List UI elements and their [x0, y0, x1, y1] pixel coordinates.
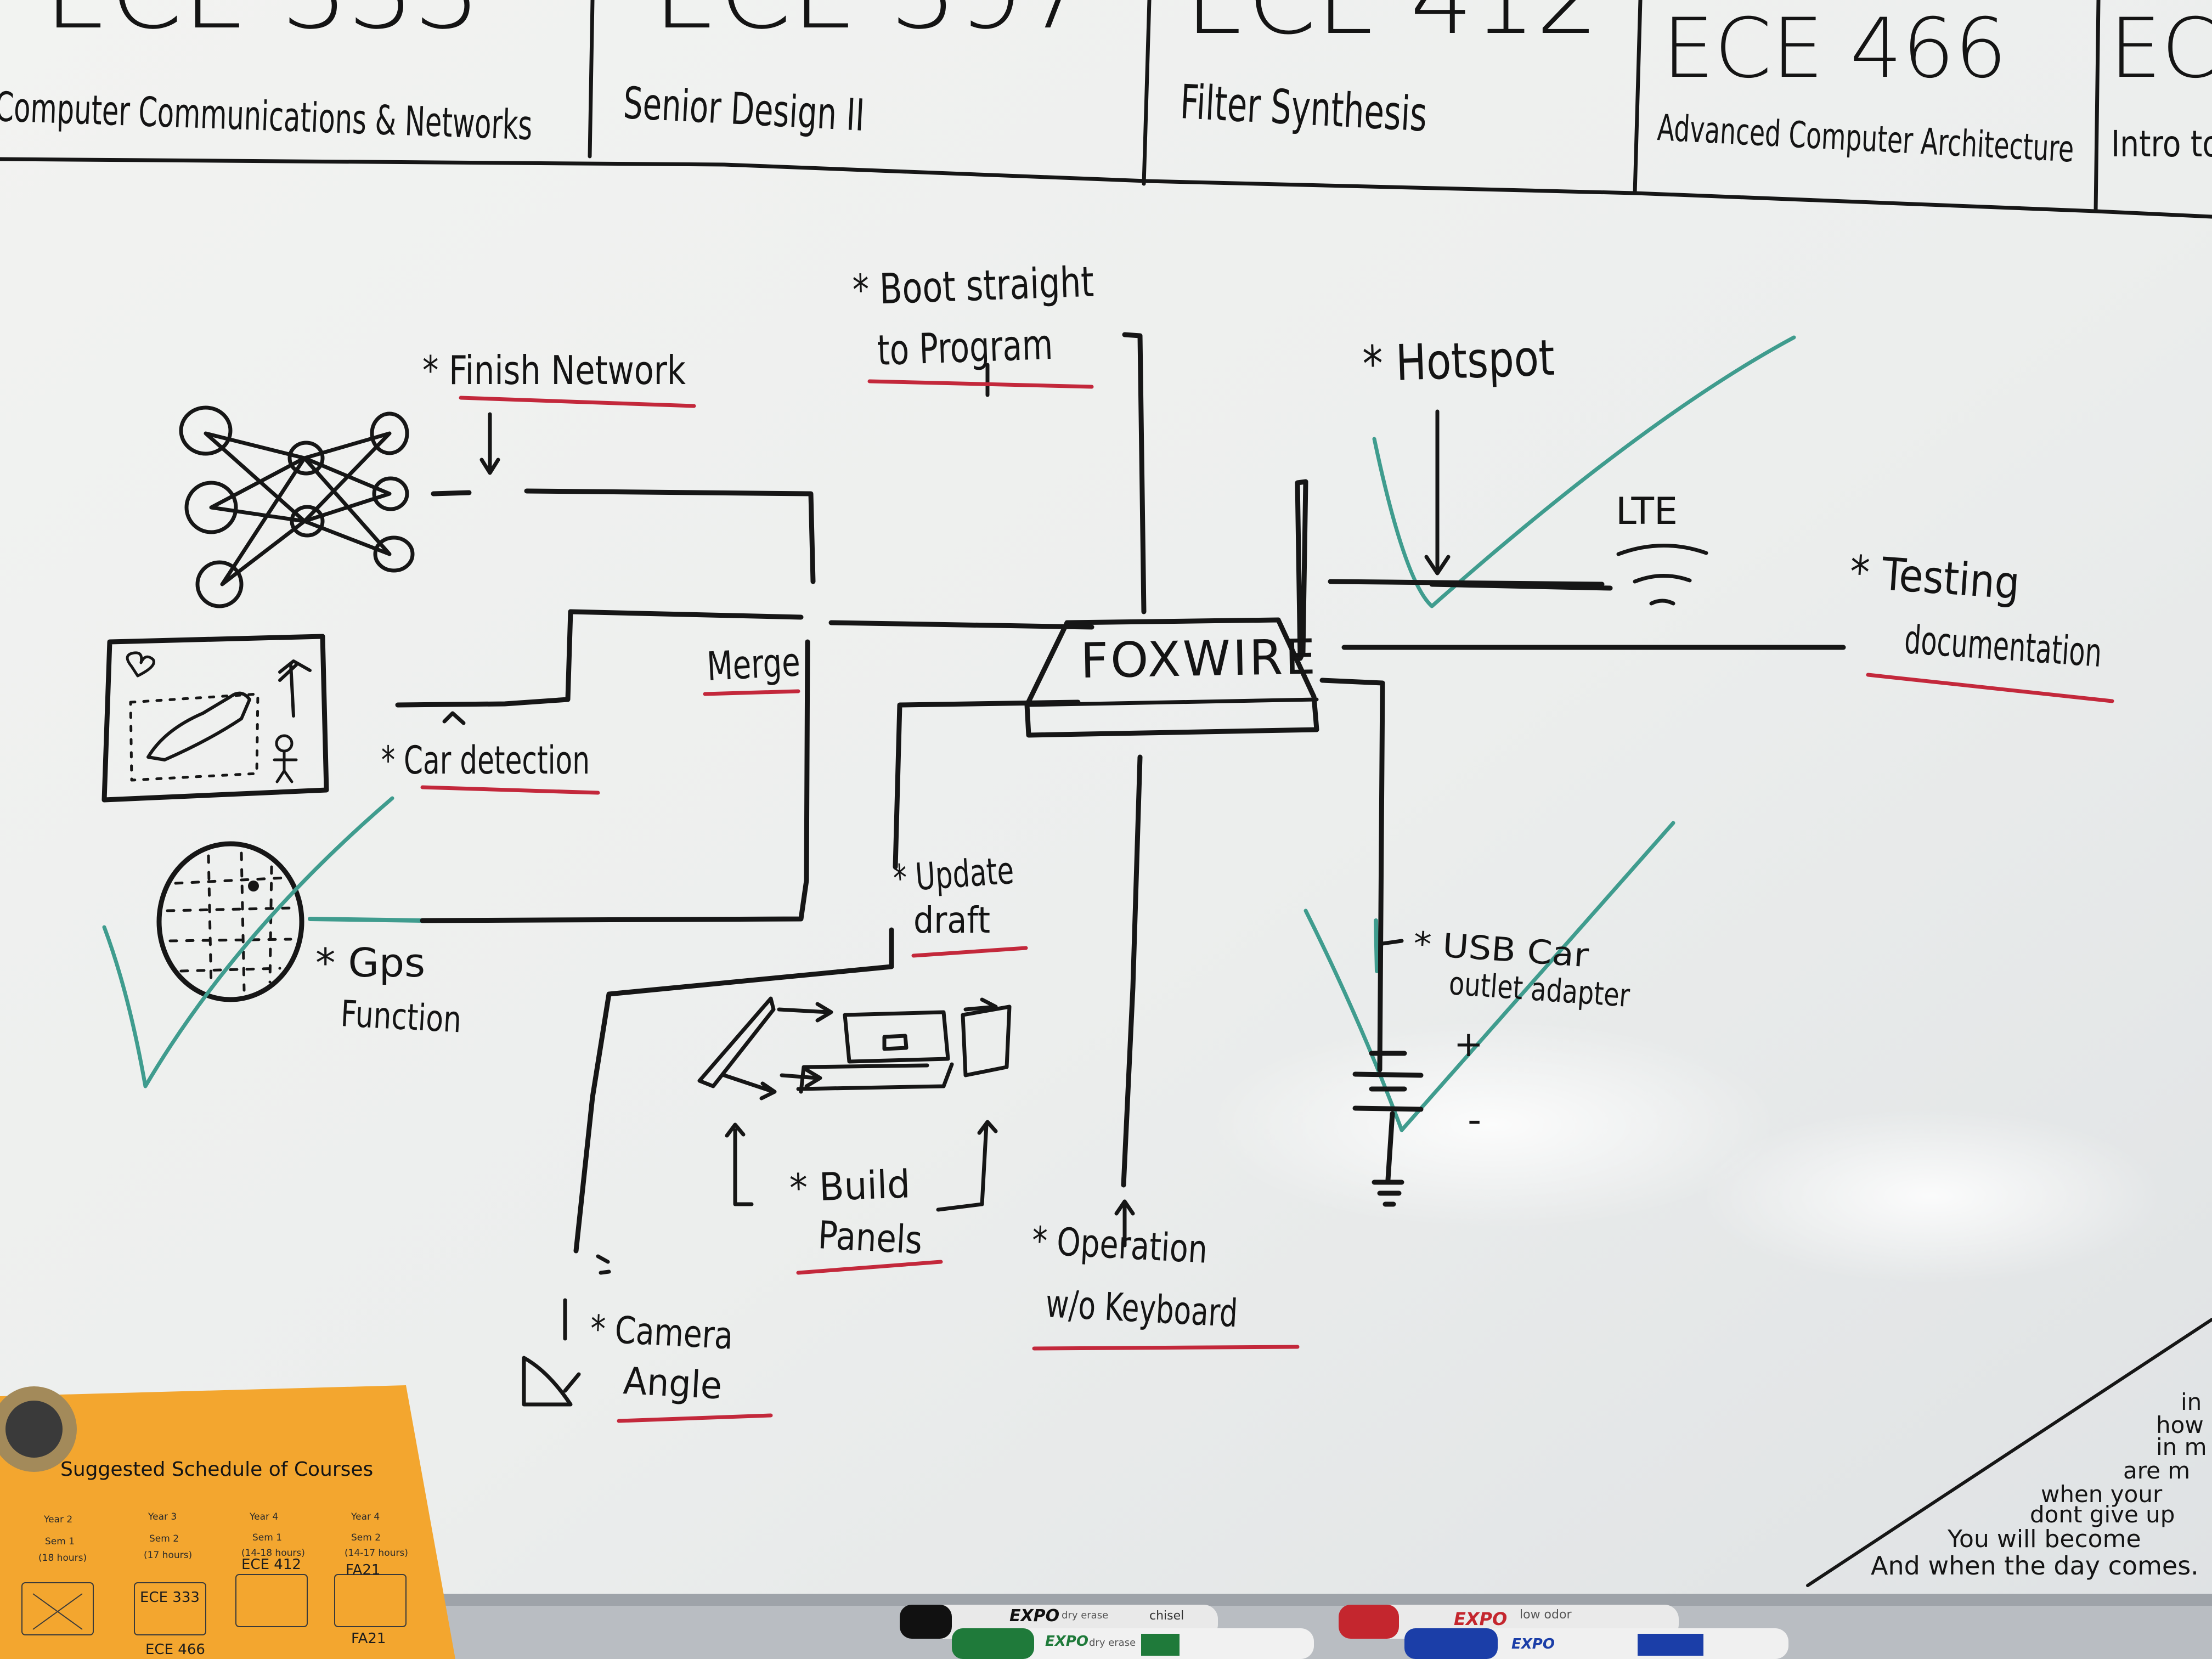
check-mark: [1304, 821, 1675, 1132]
task-camera-line2: Angle: [622, 1359, 723, 1408]
task-gps-line2: Function: [340, 992, 462, 1041]
quote-line: are m: [2123, 1457, 2190, 1484]
paper-note: ECE 466: [145, 1641, 205, 1658]
marker-brand: EXPO: [1009, 1606, 1059, 1626]
marker-brand: EXPO: [1511, 1636, 1555, 1652]
markers: EXPO dry erase chisel EXPO dry erase EXP…: [900, 1605, 1788, 1659]
paper-col-year: Year 2: [43, 1514, 72, 1525]
paper-col-sem: Sem 2: [351, 1532, 381, 1543]
gps-globe-sketch: [156, 841, 304, 1002]
course-code-2: ECE 397: [653, 0, 1090, 52]
course-title-3: Filter Synthesis: [1179, 75, 1429, 142]
tray-lip: [0, 1594, 2212, 1606]
task-camera-line1: * Camera: [589, 1307, 734, 1358]
teal-connector: [1374, 918, 1379, 973]
paper-col-hours: (14-18 hours): [241, 1548, 305, 1559]
task-gps-line1: * Gps: [315, 940, 425, 986]
paper-col-hours: (18 hours): [38, 1553, 87, 1564]
battery-plus: +: [1454, 1024, 1483, 1065]
marker-sub: low odor: [1520, 1608, 1572, 1622]
check-mark: [1372, 335, 1796, 608]
task-boot-line2: to Program: [877, 320, 1054, 375]
red-underline: [459, 396, 696, 408]
marker-extra: chisel: [1149, 1609, 1184, 1623]
red-underline: [703, 689, 800, 696]
red-underline: [1866, 673, 2114, 703]
paper-note: FA21: [351, 1630, 386, 1647]
course-code-5: ECE: [2109, 1, 2212, 97]
paper-title: Suggested Schedule of Courses: [60, 1458, 373, 1481]
task-testing-line1: * Testing: [1848, 546, 2022, 610]
red-underline: [911, 946, 1028, 958]
neural-network-sketch: [179, 405, 415, 608]
red-underline: [1032, 1345, 1300, 1351]
red-underline: [420, 785, 600, 795]
course-title-5: Intro to: [2111, 123, 2212, 165]
marker-green[interactable]: EXPO dry erase: [952, 1628, 1314, 1659]
marker-brand: EXPO: [1454, 1609, 1507, 1629]
quote-line: when your: [2041, 1481, 2163, 1508]
marker-brand: EXPO: [1045, 1633, 1088, 1650]
paper-col-year: Year 4: [351, 1511, 380, 1522]
lte-label: LTE: [1616, 490, 1678, 533]
task-build-line2: Panels: [817, 1212, 923, 1263]
task-boot-line1: * Boot straight: [852, 257, 1095, 314]
quote-line: dont give up: [2030, 1501, 2175, 1528]
lte-signal-icon: [1616, 544, 1708, 606]
task-car-detection: * Car detection: [381, 738, 590, 783]
paper-col-sem: Sem 2: [149, 1533, 179, 1544]
teal-connector: [308, 917, 425, 923]
task-build-line1: * Build: [789, 1161, 911, 1211]
corner-quote: in how in m are m when your dont give up…: [1806, 1318, 2212, 1587]
course-schedule-paper: Suggested Schedule of Courses Year 2 Sem…: [0, 1385, 455, 1659]
paper-col-sem: Sem 1: [252, 1532, 282, 1543]
paper-note: ECE 333: [140, 1589, 200, 1606]
check-mark: [102, 796, 394, 1088]
red-underline: [867, 379, 1094, 389]
marker-sub: dry erase: [1062, 1610, 1108, 1621]
paper-note: ECE 412: [241, 1556, 301, 1573]
course-code-1: ECE 333: [44, 0, 481, 52]
red-underline: [617, 1413, 773, 1423]
merge-label: Merge: [706, 639, 801, 690]
paper-col-sem: Sem 1: [45, 1536, 75, 1547]
whiteboard-surface: [0, 0, 2212, 1613]
red-underline: [796, 1260, 943, 1275]
course-title-2: Senior Design II: [622, 77, 866, 141]
quote-line: how: [2156, 1412, 2204, 1438]
task-operation-line2: w/o Keyboard: [1045, 1281, 1239, 1336]
task-finish-network: * Finish Network: [422, 347, 686, 393]
foxwire-device: FOXWIRE: [1024, 617, 1319, 738]
quote-line: You will become: [1947, 1525, 2141, 1553]
light-glare: [1207, 1020, 1778, 1229]
camera-angle-icon: [522, 1254, 611, 1407]
task-operation-line1: * Operation: [1031, 1218, 1209, 1272]
paper-col-year: Year 3: [148, 1511, 177, 1522]
quote-line: in m: [2156, 1434, 2207, 1460]
task-update-line2: draft: [913, 899, 990, 941]
task-arrows: [442, 363, 1451, 1248]
build-panels-sketch: [697, 996, 1012, 1212]
quote-line: in: [2181, 1389, 2202, 1415]
paper-col-hours: (17 hours): [144, 1550, 192, 1561]
course-code-3: ECE 412: [1185, 0, 1599, 57]
light-glare: [1701, 1108, 2162, 1284]
paper-col-year: Year 4: [249, 1511, 278, 1522]
foxwire-label: FOXWIRE: [1080, 628, 1318, 689]
task-hotspot: * Hotspot: [1362, 329, 1555, 393]
course-code-4: ECE 466: [1662, 1, 2007, 97]
connection-wires: [395, 332, 1846, 1254]
paper-col-hours: (14-17 hours): [345, 1548, 408, 1559]
task-update-line1: * Update: [892, 849, 1015, 901]
car-detection-sketch: [101, 634, 329, 803]
quote-line: And when the day comes.: [1871, 1551, 2199, 1581]
marker-sub: dry erase: [1089, 1637, 1136, 1649]
marker-blue[interactable]: EXPO: [1404, 1628, 1788, 1659]
paper-note: FA21: [346, 1562, 380, 1578]
battery-minus: -: [1468, 1097, 1481, 1142]
